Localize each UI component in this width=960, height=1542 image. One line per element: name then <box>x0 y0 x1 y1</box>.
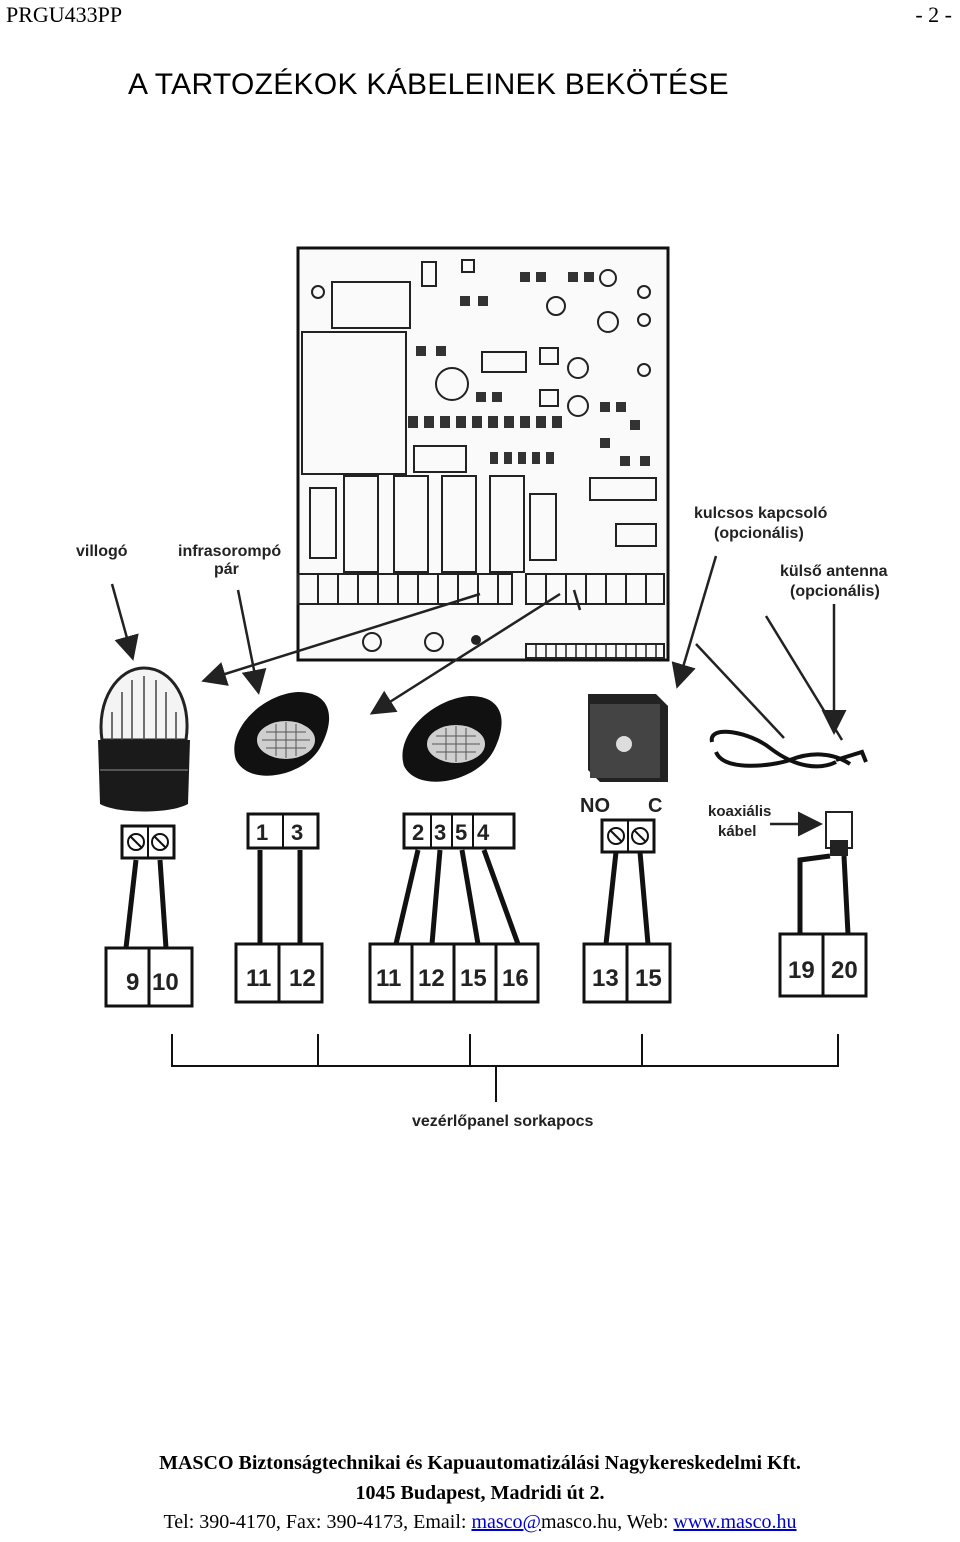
label-no: NO <box>580 795 610 817</box>
wiring-diagram: villogó infrasorompó pár kulcsos kapcsol… <box>76 246 888 1130</box>
email-link[interactable]: masco@ <box>471 1511 541 1533</box>
label-vezerlopanel-sorkapocs: vezérlőpanel sorkapocs <box>412 1113 594 1130</box>
infrared-transmitter <box>402 696 502 782</box>
panel-terminal-9: 9 <box>126 969 139 996</box>
panel-terminal-blocks <box>104 932 868 1008</box>
terminal-bracket <box>171 1034 839 1102</box>
panel-terminal-12-tx: 12 <box>418 965 445 992</box>
footer-company: MASCO Biztonságtechnikai és Kapuautomati… <box>159 1452 801 1474</box>
panel-terminal-10: 10 <box>152 969 179 996</box>
panel-terminal-13: 13 <box>592 965 619 992</box>
label-infrasorompo: infrasorompó <box>178 543 281 560</box>
panel-terminal-16-tx: 16 <box>502 965 529 992</box>
panel-terminal-12-rx: 12 <box>289 965 316 992</box>
footer-email-domain: masco.hu, Web: <box>540 1511 674 1533</box>
antenna-connector <box>825 811 853 856</box>
infrared-receiver <box>234 692 330 776</box>
tx-terminal-2: 2 <box>412 820 424 845</box>
key-switch <box>588 694 668 782</box>
document-id: PRGU433PP <box>6 2 123 27</box>
footer-phone-fax: Tel: 390-4170, Fax: 390-4173, Email: <box>163 1511 472 1533</box>
flasher-lamp <box>98 666 190 812</box>
panel-terminal-11-rx: 11 <box>246 965 271 992</box>
label-koaxialis: koaxiális <box>708 803 771 820</box>
panel-terminal-20: 20 <box>831 957 858 984</box>
tx-terminal-4: 4 <box>477 820 490 845</box>
external-antenna-cable <box>709 729 868 769</box>
label-kulcsos-kapcsolo: kulcsos kapcsoló <box>694 505 828 522</box>
label-kabel: kábel <box>718 823 756 840</box>
flasher-screw-terminal <box>120 824 176 860</box>
wires <box>123 849 851 949</box>
rx-terminal-1: 1 <box>256 820 268 845</box>
receiver-terminal <box>246 812 320 850</box>
tx-terminal-3: 3 <box>434 820 446 845</box>
transmitter-terminal <box>402 812 516 850</box>
web-link[interactable]: www.masco.hu <box>673 1511 797 1533</box>
tx-terminal-5: 5 <box>455 820 467 845</box>
label-kulcsos-opcionalis: (opcionális) <box>714 525 804 542</box>
page-title: A TARTOZÉKOK KÁBELEINEK BEKÖTÉSE <box>128 68 729 101</box>
panel-terminal-19: 19 <box>788 957 815 984</box>
control-board <box>296 246 670 662</box>
panel-terminal-15-tx: 15 <box>460 965 487 992</box>
footer-contact: Tel: 390-4170, Fax: 390-4173, Email: mas… <box>0 1511 960 1534</box>
footer-address: 1045 Budapest, Madridi út 2. <box>355 1482 605 1504</box>
page-number: - 2 - <box>915 2 952 27</box>
label-par: pár <box>214 561 239 578</box>
key-switch-screw-terminal <box>600 818 656 854</box>
rx-terminal-3: 3 <box>291 820 303 845</box>
panel-terminal-11-tx: 11 <box>376 965 401 992</box>
label-villogo: villogó <box>76 543 128 560</box>
panel-terminal-15-key: 15 <box>635 965 662 992</box>
label-kulso-antenna: külső antenna <box>780 563 888 580</box>
label-antenna-opcionalis: (opcionális) <box>790 583 880 600</box>
label-c: C <box>648 795 662 817</box>
